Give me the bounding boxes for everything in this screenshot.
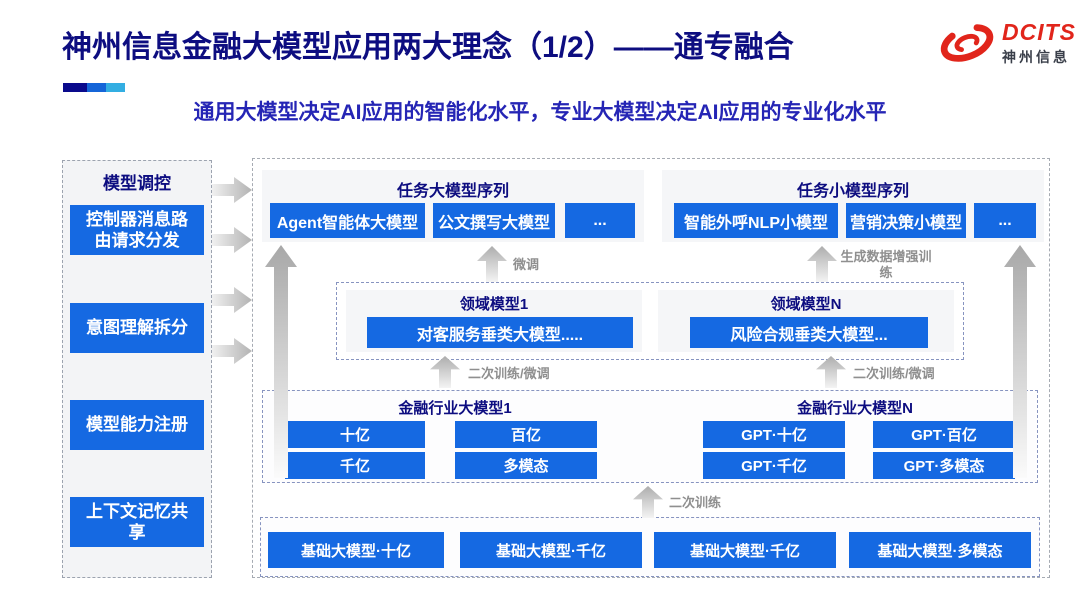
- arrow-right-icon: [212, 338, 252, 364]
- sidebar-item-context-memory: 上下文记忆共享: [70, 497, 204, 547]
- model-box-gpt-multimodal: GPT·多模态: [873, 452, 1015, 479]
- model-box-gpt-billion: GPT·十亿: [703, 421, 845, 448]
- model-box-risk-compliance-vertical: 风险合规垂类大模型...: [690, 317, 928, 348]
- arrow-right-icon: [212, 177, 252, 203]
- tall-arrow-up-icon: [265, 245, 297, 478]
- sidebar-item-message-routing: 控制器消息路由请求分发: [70, 205, 204, 255]
- sidebar-item-capability-registry: 模型能力注册: [70, 400, 204, 450]
- accent-segment-cyan: [106, 83, 125, 92]
- domain-model-1-title: 领域模型1: [459, 296, 529, 313]
- industry-model-n-title: 金融行业大模型N: [797, 400, 913, 417]
- model-box-gpt-hundred-billion: GPT·千亿: [703, 452, 845, 479]
- logo-text: DCITS 神州信息: [1002, 19, 1076, 67]
- model-box-outbound-nlp-small: 智能外呼NLP小模型: [674, 203, 838, 238]
- label-second-training-finetune-right: 二次训练/微调: [853, 366, 935, 381]
- dcits-swirl-icon: [940, 24, 994, 62]
- logo-brand-cn-text: 神州信息: [1002, 49, 1070, 65]
- label-second-training-finetune-left: 二次训练/微调: [468, 366, 550, 381]
- subtitle: 通用大模型决定AI应用的智能化水平，专业大模型决定AI应用的专业化水平: [193, 101, 887, 124]
- model-box-hundred-billion: 千亿: [285, 452, 425, 479]
- task-small-model-title: 任务小模型序列: [796, 183, 909, 200]
- arrow-right-icon: [212, 287, 252, 313]
- accent-bar: [63, 83, 125, 92]
- model-box-agent-large: Agent智能体大模型: [270, 203, 425, 238]
- sidebar-title: 模型调控: [103, 174, 171, 193]
- arrow-up-icon: [633, 486, 663, 518]
- task-large-model-title: 任务大模型序列: [396, 183, 509, 200]
- label-second-training: 二次训练: [669, 495, 722, 510]
- arrow-up-icon: [807, 246, 837, 282]
- model-box-customer-service-vertical: 对客服务垂类大模型.....: [367, 317, 633, 348]
- model-box-multimodal: 多模态: [455, 452, 597, 479]
- arrow-up-icon: [430, 356, 460, 388]
- model-box-billion: 十亿: [285, 421, 425, 448]
- logo-brand-text: DCITS: [1002, 19, 1076, 45]
- page-title: 神州信息金融大模型应用两大理念（1/2）——通专融合: [62, 31, 794, 64]
- domain-model-n-title: 领域模型N: [770, 296, 842, 313]
- arrow-right-icon: [212, 227, 252, 253]
- model-box-gpt-ten-billion: GPT·百亿: [873, 421, 1015, 448]
- accent-segment-blue: [87, 83, 106, 92]
- model-box-marketing-decision-small: 营销决策小模型: [846, 203, 966, 238]
- label-finetune: 微调: [513, 257, 540, 272]
- model-box-base-multimodal: 基础大模型·多模态: [849, 532, 1031, 568]
- model-box-base-billion: 基础大模型·十亿: [268, 532, 444, 568]
- company-logo: DCITS 神州信息: [938, 18, 1076, 68]
- model-box-task-large-ellipsis: ...: [565, 203, 635, 238]
- arrow-up-icon: [477, 246, 507, 282]
- tall-arrow-up-icon: [1004, 245, 1036, 478]
- arrow-up-icon: [816, 356, 846, 388]
- model-box-task-small-ellipsis: ...: [974, 203, 1036, 238]
- industry-model-1-title: 金融行业大模型1: [398, 400, 512, 417]
- model-box-base-hundred-billion-1: 基础大模型·千亿: [460, 532, 642, 568]
- model-box-base-hundred-billion-2: 基础大模型·千亿: [654, 532, 836, 568]
- label-generated-data-training: 生成数据增强训练: [840, 249, 932, 281]
- model-box-document-writing-large: 公文撰写大模型: [433, 203, 555, 238]
- model-box-ten-billion: 百亿: [455, 421, 597, 448]
- sidebar-item-intent-parsing: 意图理解拆分: [70, 303, 204, 353]
- accent-segment-navy: [63, 83, 87, 92]
